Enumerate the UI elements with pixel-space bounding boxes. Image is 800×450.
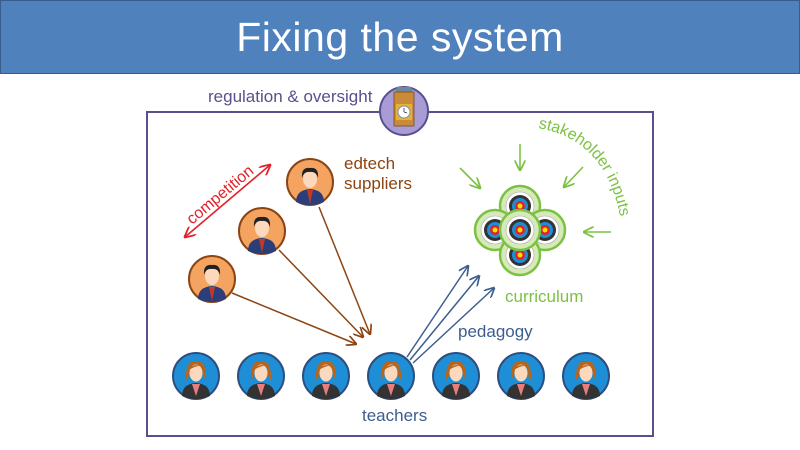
stakeholder-arrow	[564, 166, 584, 187]
big-ben-clock-icon	[379, 86, 429, 136]
supplier-avatar-icon	[188, 255, 236, 303]
pedagogy-arrow	[406, 266, 468, 358]
supplier-arrow	[231, 292, 356, 344]
competition-arrow	[185, 165, 270, 237]
supplier-avatar-icon	[238, 207, 286, 255]
title-bar: Fixing the system	[0, 0, 800, 74]
teachers-label: teachers	[362, 406, 428, 425]
teacher-avatar-icon	[237, 352, 285, 400]
page-title: Fixing the system	[236, 13, 564, 60]
pedagogy-label: pedagogy	[458, 322, 533, 341]
teacher-avatar-icon	[497, 352, 545, 400]
edtech-label-line1: edtech	[344, 154, 396, 173]
regulation-label: regulation & oversight	[208, 87, 373, 106]
edtech-suppliers-label: edtech suppliers	[344, 154, 412, 194]
pedagogy-arrow	[409, 276, 479, 361]
teacher-avatar-icon	[562, 352, 610, 400]
archery-target-icon	[473, 184, 567, 277]
teacher-avatar-icon	[302, 352, 350, 400]
teacher-avatar-icon	[432, 352, 480, 400]
stakeholder-arrow	[459, 167, 480, 188]
supplier-arrow	[318, 206, 370, 334]
supplier-avatar-icon	[286, 158, 334, 206]
supplier-arrow	[278, 249, 363, 337]
pedagogy-arrow	[412, 288, 494, 364]
teacher-avatar-icon	[367, 352, 415, 400]
curriculum-label: curriculum	[505, 287, 584, 306]
teacher-avatar-icon	[172, 352, 220, 400]
edtech-label-line2: suppliers	[344, 174, 413, 193]
stakeholder-label: stakeholder inputs	[537, 115, 633, 217]
